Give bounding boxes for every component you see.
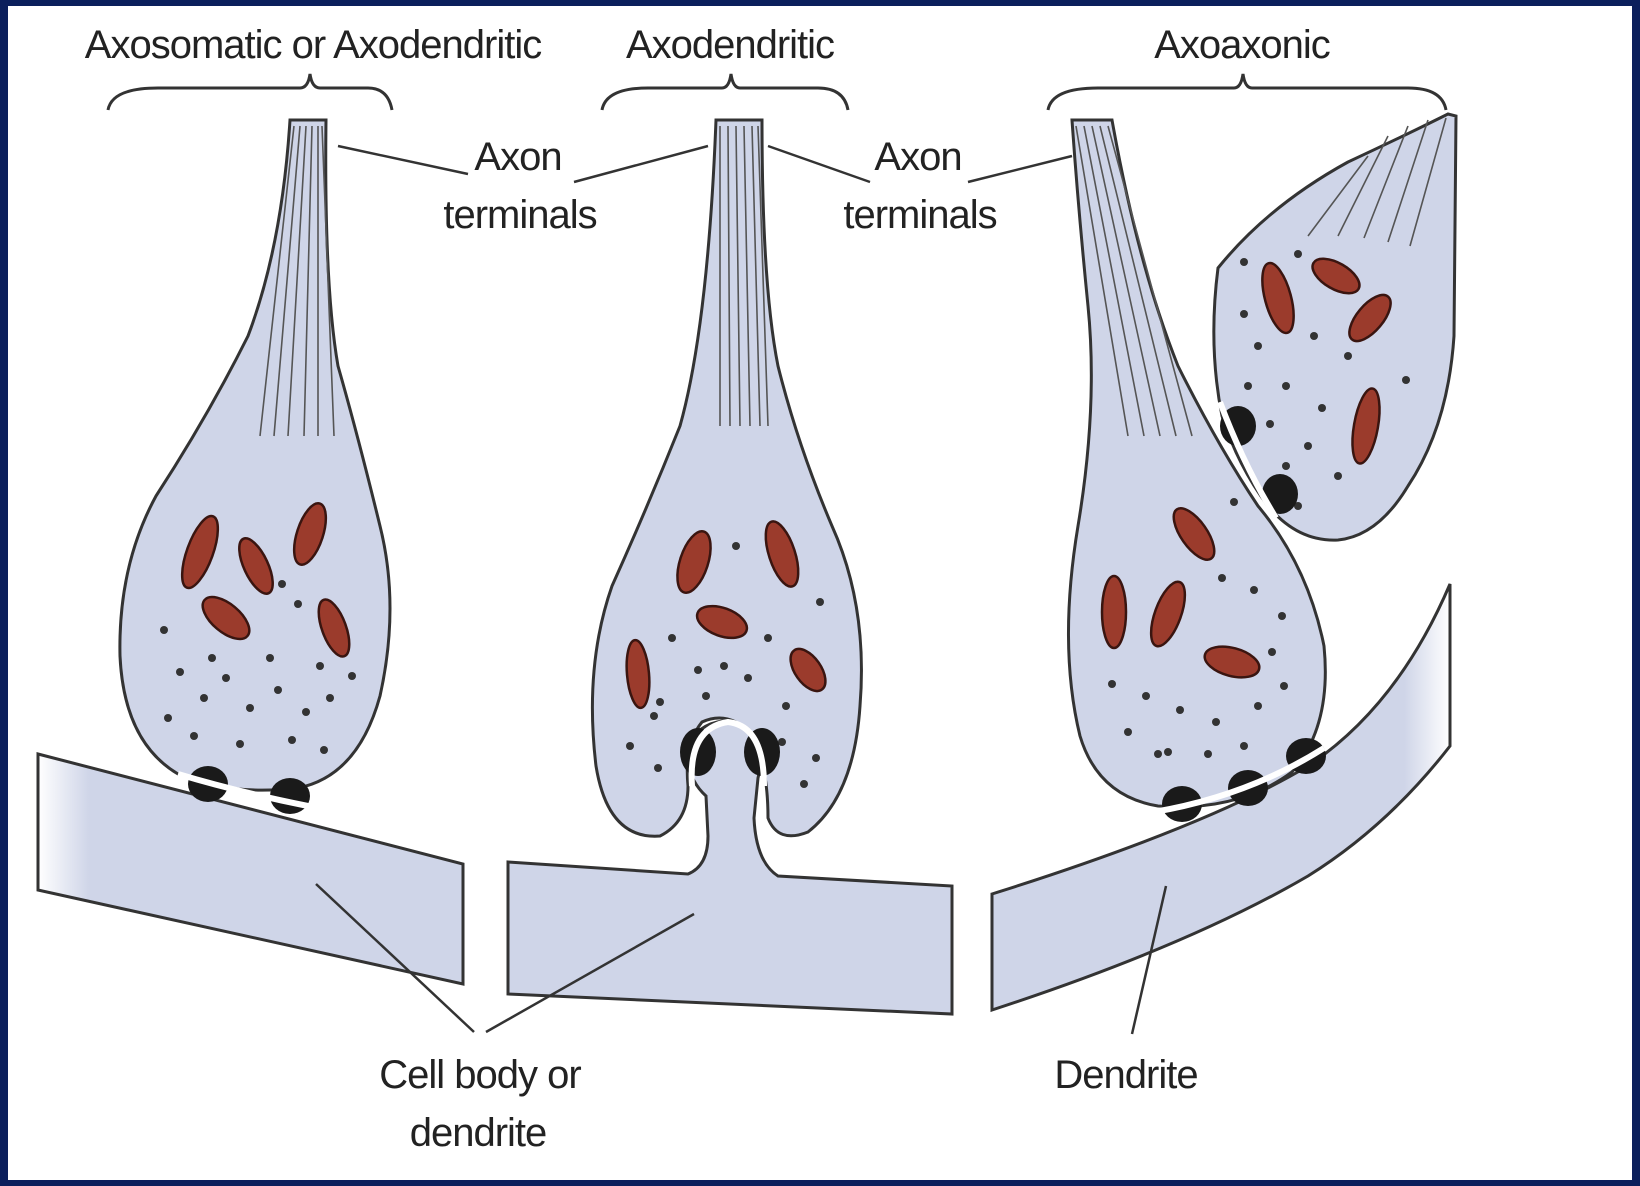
label-axosomatic: Axosomatic or Axodendritic [85,23,541,67]
label-cell-body-line2: dendrite [410,1111,547,1155]
diagram-canvas: Axosomatic or Axodendritic Axodendritic … [8,6,1632,1180]
label-axon-terminals-1-line2: terminals [443,193,596,237]
label-cell-body-line1: Cell body or [379,1053,581,1097]
bracket-axoaxonic [1048,74,1446,110]
leader-axon-1-left [338,146,468,174]
terminal-axoaxonic-presynaptic [1214,114,1456,540]
bracket-axodendritic [602,74,848,110]
bracket-axosomatic [108,74,392,110]
label-axon-terminals-2-line2: terminals [843,193,996,237]
leader-axon-1-right [574,146,708,182]
synapse-types-diagram: Axosomatic or Axodendritic Axodendritic … [8,6,1632,1180]
leader-axon-2-left [768,146,870,182]
label-axodendritic: Axodendritic [626,23,834,67]
terminal-axosomatic [120,120,390,814]
leader-axon-2-right [968,156,1072,182]
label-axon-terminals-2-line1: Axon [874,135,961,179]
label-axon-terminals-1-line1: Axon [474,135,561,179]
label-axoaxonic: Axoaxonic [1154,23,1330,67]
label-dendrite: Dendrite [1054,1053,1197,1097]
postsynaptic-dendrite-middle [508,721,952,1014]
